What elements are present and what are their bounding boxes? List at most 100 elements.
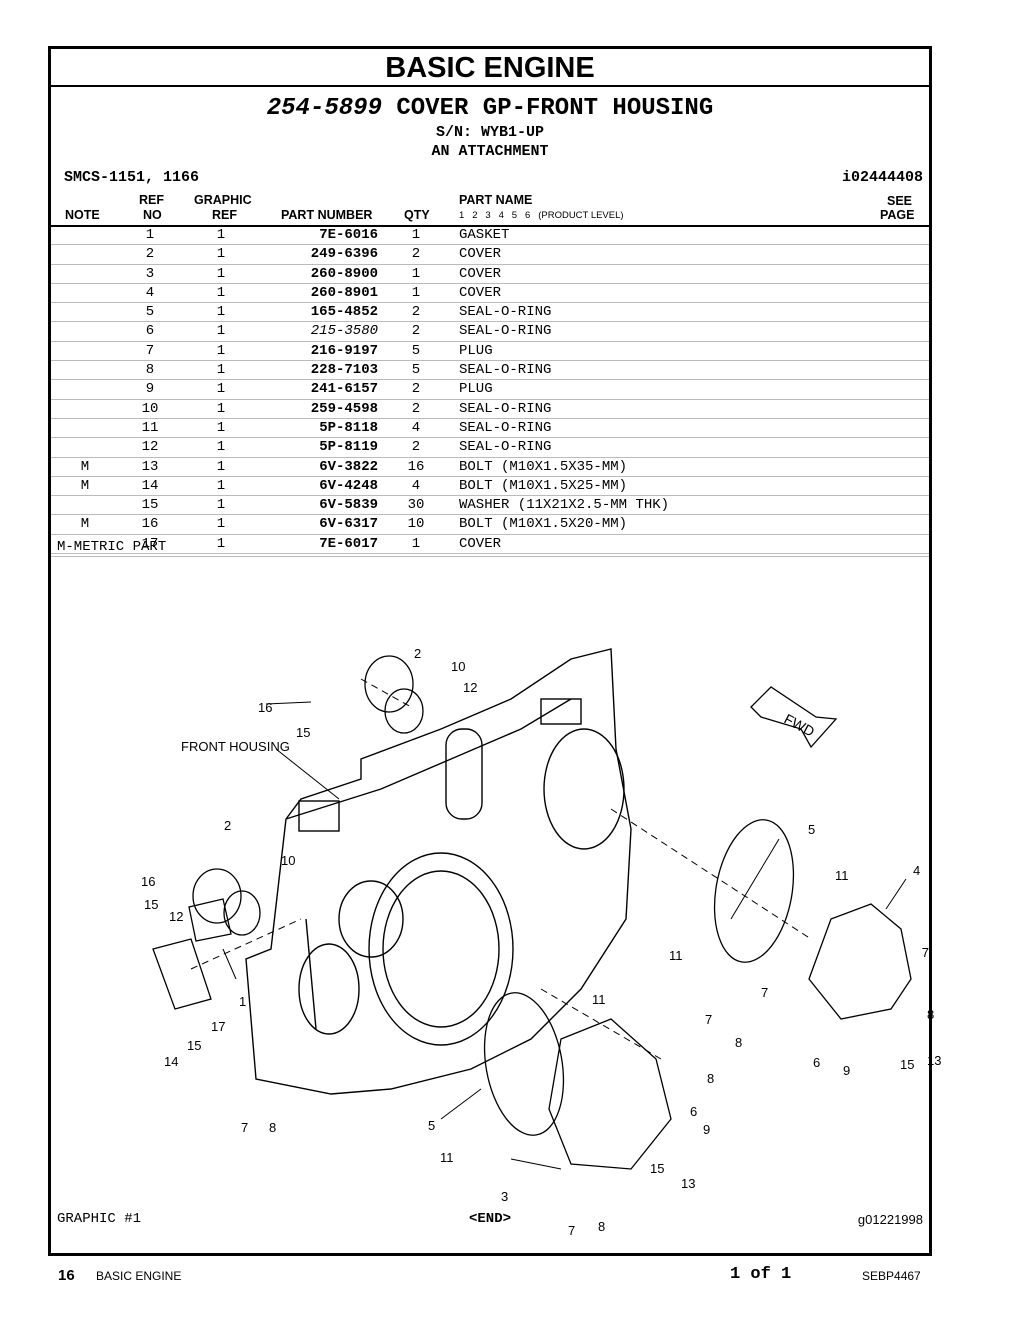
parts-table-header: NOTE REF NO GRAPHIC REF PART NUMBER QTY … (51, 191, 929, 227)
col-qty: QTY (404, 208, 430, 222)
row-part-number: 259-4598 (310, 400, 378, 417)
callout: 16 (141, 874, 155, 889)
row-qty: 2 (411, 246, 421, 263)
row-note: M (80, 516, 90, 533)
parts-page-frame: BASIC ENGINE 254-5899 COVER GP-FRONT HOU… (48, 46, 941, 1256)
row-graphic: 1 (216, 342, 226, 359)
row-graphic: 1 (216, 381, 226, 398)
callout: 12 (463, 680, 477, 695)
col-see-bottom: PAGE (880, 208, 915, 222)
housing-left-bore (298, 943, 360, 1035)
callout: 16 (258, 700, 272, 715)
callout: 10 (451, 659, 465, 674)
col-see-top: SEE (887, 194, 913, 208)
callout: 9 (703, 1122, 710, 1137)
callout: 2 (414, 646, 421, 661)
callout: 15 (187, 1038, 201, 1053)
parts-drawing (152, 655, 912, 1170)
row-qty: 10 (407, 516, 425, 533)
row-qty: 2 (411, 439, 421, 456)
row-name: SEAL-O-RING (459, 400, 552, 417)
leader-line (440, 1088, 482, 1120)
row-part-number: 260-8901 (310, 284, 378, 301)
callout: 2 (224, 818, 231, 833)
illustration-id: i02444408 (841, 169, 923, 186)
row-name: SEAL-O-RING (459, 323, 552, 340)
callout: 15 (650, 1161, 664, 1176)
row-ref: 4 (145, 284, 155, 301)
callout: 7 (705, 1012, 712, 1027)
left-cover-2 (192, 868, 242, 924)
housing-top-edge (285, 698, 572, 820)
row-name: SEAL-O-RING (459, 362, 552, 379)
row-part-number: 216-9197 (310, 342, 378, 359)
dash-line (610, 808, 812, 940)
callout: 15 (144, 897, 158, 912)
callout: 15 (296, 725, 310, 740)
front-housing-label: FRONT HOUSING (181, 739, 290, 754)
footer-page-of: 1 of 1 (730, 1265, 792, 1284)
row-graphic: 1 (216, 458, 226, 475)
section-title: BASIC ENGINE (51, 49, 929, 87)
callout: 15 (900, 1057, 914, 1072)
front-housing-outline (245, 648, 632, 1095)
callout: 6 (813, 1055, 820, 1070)
row-part-number: 6V-5839 (319, 497, 378, 514)
group-type: AN ATTACHMENT (431, 143, 549, 160)
callout: 6 (690, 1104, 697, 1119)
callout: 13 (927, 1053, 941, 1068)
housing-center-flange (368, 852, 514, 1046)
col-product-levels: 1 2 3 4 5 6 (PRODUCT LEVEL) (459, 210, 624, 221)
callout: 8 (269, 1120, 276, 1135)
row-ref: 13 (141, 458, 159, 475)
row-part-number: 7E-6017 (319, 535, 378, 552)
row-name: BOLT (M10X1.5X20-MM) (459, 516, 628, 533)
leader-line (730, 838, 780, 920)
row-qty: 5 (411, 342, 421, 359)
row-graphic: 1 (216, 227, 226, 243)
leader-line (222, 948, 237, 980)
row-ref: 16 (141, 516, 159, 533)
col-ref-top: REF (139, 193, 164, 207)
row-name: COVER (459, 246, 502, 263)
leader-line (510, 1158, 562, 1170)
end-marker: <END> (468, 1211, 511, 1227)
row-qty: 2 (411, 381, 421, 398)
col-graphic-top: GRAPHIC (194, 193, 252, 207)
row-name: BOLT (M10X1.5X25-MM) (459, 477, 628, 494)
row-name: SEAL-O-RING (459, 304, 552, 321)
row-part-number: 7E-6016 (319, 227, 378, 243)
row-ref: 10 (141, 400, 159, 417)
graphic-number: GRAPHIC #1 (57, 1211, 142, 1227)
metric-legend: M-METRIC PART (57, 539, 167, 555)
row-ref: 17 (141, 535, 159, 552)
leader-line (265, 701, 312, 705)
callout: 8 (735, 1035, 742, 1050)
row-qty: 16 (407, 458, 425, 475)
seal-ring-10-top (384, 688, 424, 734)
cover-3 (548, 1018, 672, 1170)
callout: 7 (241, 1120, 248, 1135)
col-note: NOTE (65, 208, 100, 222)
row-name: SEAL-O-RING (459, 419, 552, 436)
col-ref-bottom: NO (143, 208, 162, 222)
callout: 17 (211, 1019, 225, 1034)
seal-ring-5-bottom (483, 992, 565, 1136)
row-name: SEAL-O-RING (459, 439, 552, 456)
footer-page-number: 16 (58, 1267, 75, 1284)
row-ref: 6 (145, 323, 155, 340)
row-graphic: 1 (216, 246, 226, 263)
row-graphic: 1 (216, 477, 226, 494)
callout: 7 (568, 1223, 575, 1238)
